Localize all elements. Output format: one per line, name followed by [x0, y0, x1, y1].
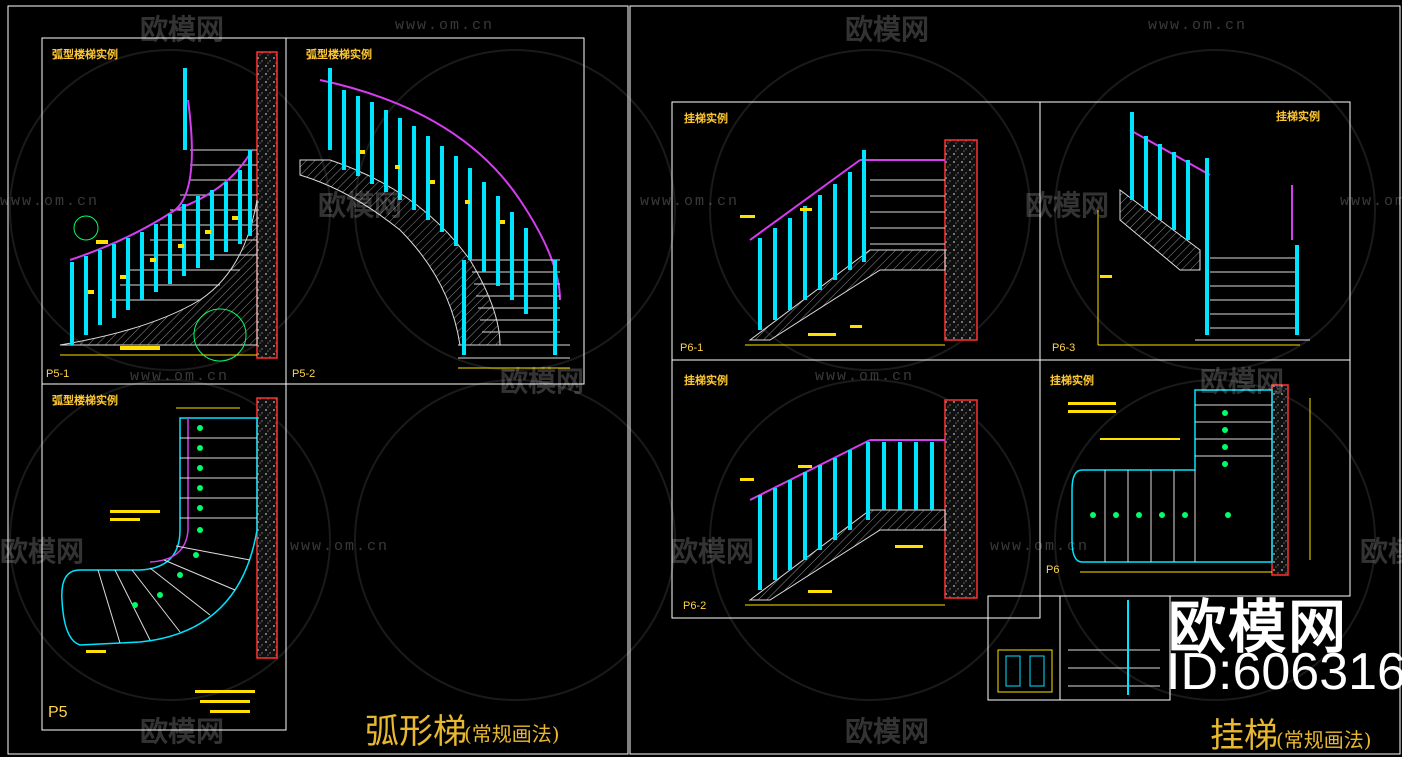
panel-heading: 弧型楼梯实例: [52, 48, 118, 61]
panel-code: P6-2: [683, 600, 707, 612]
watermark-logo: 欧模网: [845, 715, 930, 748]
sheet-title: 挂梯: [1210, 716, 1278, 756]
panel-code: P6: [1046, 564, 1060, 576]
watermark-url: www.om.cn: [640, 193, 740, 210]
watermark-url: www.om.cn: [130, 368, 230, 385]
watermark-url: www.om.cn: [990, 538, 1090, 555]
watermark-logo: 欧模网: [140, 715, 225, 748]
watermark-url: www.om.cn: [290, 538, 390, 555]
sheet-subtitle: (常规画法): [464, 722, 560, 746]
sheet-frames: [7, 5, 1401, 755]
p6-3-drawing: [1097, 112, 1310, 346]
panel-heading: 挂梯实例: [684, 112, 728, 125]
panel-heading: 挂梯实例: [1276, 110, 1320, 123]
p5-drawing: [61, 397, 278, 713]
watermark-logo: 欧模网: [1360, 535, 1402, 568]
watermark-logo: 欧模网: [140, 13, 225, 46]
panel-heading: 弧型楼梯实例: [52, 394, 118, 407]
panel-code: P5: [48, 704, 68, 721]
panel-heading: 弧型楼梯实例: [306, 48, 372, 61]
watermark-url: www.om.cn: [1340, 193, 1402, 210]
right-panel-frames: [671, 101, 1351, 701]
watermark-url: www.om.cn: [395, 17, 495, 34]
watermark-logo: 欧模网: [318, 189, 403, 222]
watermark-logo: 欧模网: [1200, 365, 1285, 398]
sheet-title: 弧形梯: [365, 712, 467, 752]
p5-1-drawing: [59, 51, 278, 362]
watermark-logo: 欧模网: [1025, 189, 1110, 222]
sheet-subtitle: (常规画法): [1276, 728, 1372, 752]
panel-code: P5-1: [46, 368, 70, 380]
watermark-url: www.om.cn: [0, 193, 100, 210]
watermark-url: www.om.cn: [1148, 17, 1248, 34]
panel-code: P6-3: [1052, 342, 1076, 354]
p6-1-drawing: [740, 139, 978, 346]
panel-code: P6-1: [680, 342, 704, 354]
brand-logo: 欧模网: [1168, 593, 1349, 661]
left-panel-frames: [41, 37, 585, 731]
p6-2-drawing: [740, 399, 978, 606]
watermark-logo: 欧模网: [0, 535, 85, 568]
brand-id: ID:606316: [1166, 643, 1402, 701]
watermark-url: www.om.cn: [815, 368, 915, 385]
p6-drawing: [1068, 384, 1311, 576]
detail-thumbnails: [997, 600, 1160, 695]
watermark-logo: 欧模网: [500, 365, 585, 398]
panel-heading: 挂梯实例: [1050, 374, 1094, 387]
watermark-logo: 欧模网: [670, 535, 755, 568]
watermark-circles: [9, 49, 1376, 701]
panel-code: P5-2: [292, 368, 316, 380]
panel-heading: 挂梯实例: [684, 374, 728, 387]
watermark-logo: 欧模网: [845, 13, 930, 46]
p5-2-drawing: [299, 68, 570, 369]
